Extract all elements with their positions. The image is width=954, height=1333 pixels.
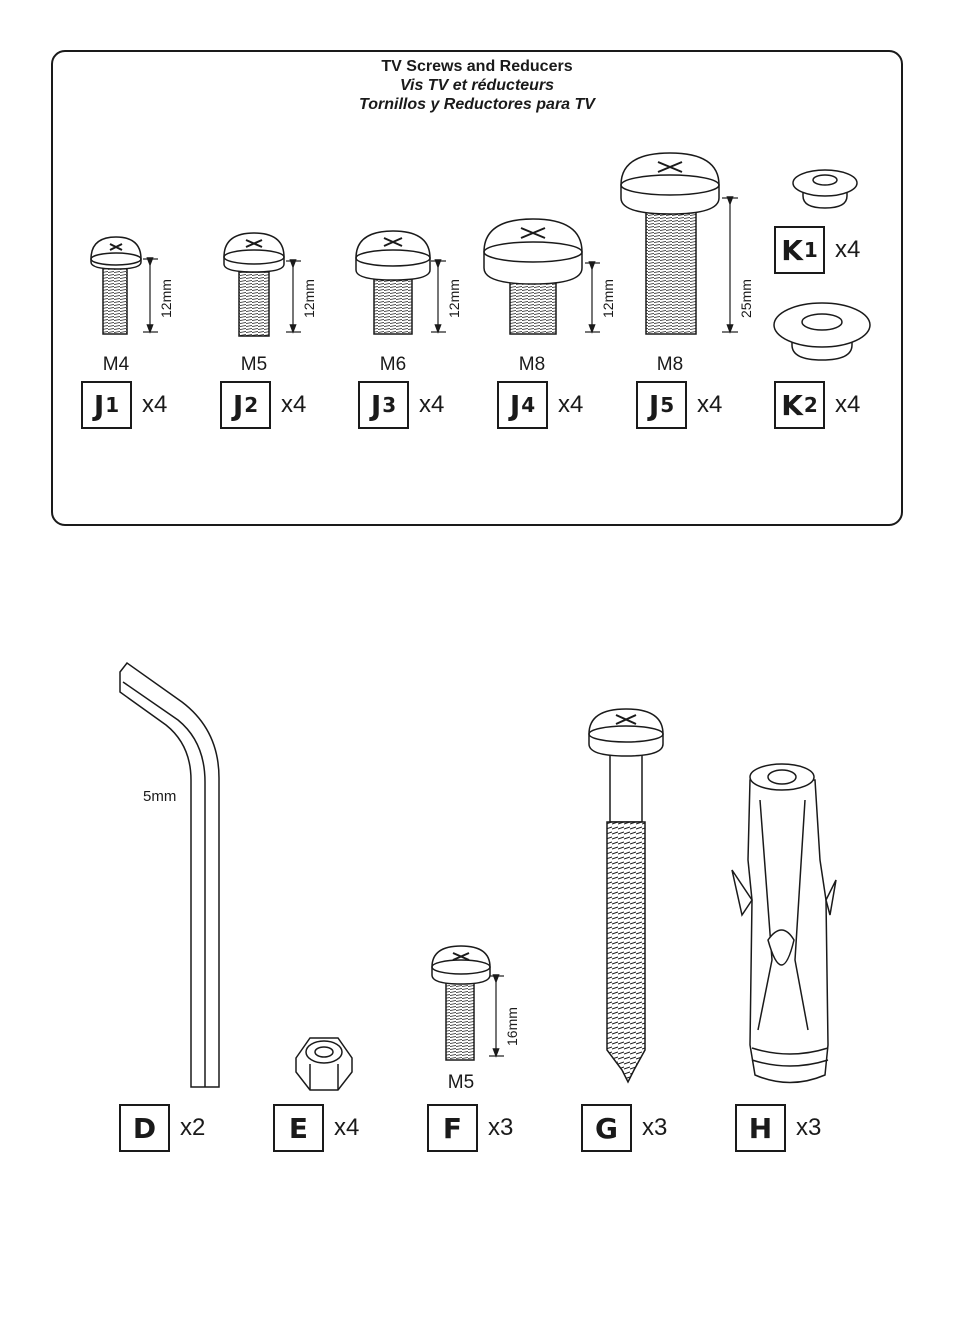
j5-length: 25mm bbox=[738, 279, 754, 318]
wood-screw-g-icon bbox=[588, 708, 664, 1084]
screw-j4-icon bbox=[483, 218, 583, 335]
tv-screws-panel bbox=[51, 50, 903, 526]
tag-d: D bbox=[119, 1104, 170, 1152]
hex-key-d-icon bbox=[119, 661, 220, 1088]
screw-j3-icon bbox=[355, 230, 431, 335]
qty-e: x4 bbox=[334, 1114, 360, 1141]
qty-j1: x4 bbox=[142, 391, 168, 418]
j5-size: M8 bbox=[656, 354, 684, 375]
qty-k1: x4 bbox=[835, 236, 861, 263]
screw-j2-icon bbox=[223, 232, 285, 337]
anchor-h-icon bbox=[731, 763, 837, 1084]
qty-f: x3 bbox=[488, 1114, 514, 1141]
panel-title: TV Screws and Reducers Vis TV et réducte… bbox=[0, 57, 954, 114]
title-french: Vis TV et réducteurs bbox=[399, 77, 555, 94]
qty-j3: x4 bbox=[419, 391, 445, 418]
qty-g: x3 bbox=[642, 1114, 668, 1141]
j4-size: M8 bbox=[518, 354, 546, 375]
nut-e-icon bbox=[295, 1037, 353, 1091]
j4-length: 12mm bbox=[600, 279, 616, 318]
qty-d: x2 bbox=[180, 1114, 206, 1141]
title-spanish: Tornillos y Reductores para TV bbox=[359, 96, 595, 113]
reducer-k2-icon bbox=[773, 302, 871, 361]
j1-length: 12mm bbox=[158, 279, 174, 318]
reducer-k1-icon bbox=[792, 169, 858, 209]
tag-f: F bbox=[427, 1104, 478, 1152]
j1-size: M4 bbox=[102, 354, 130, 375]
j3-size: M6 bbox=[379, 354, 407, 375]
screw-j1-icon bbox=[90, 236, 142, 335]
j2-size: M5 bbox=[240, 354, 268, 375]
screw-f-icon bbox=[431, 945, 491, 1061]
title-english: TV Screws and Reducers bbox=[381, 58, 573, 75]
d-size: 5mm bbox=[143, 788, 177, 805]
tag-h: H bbox=[735, 1104, 786, 1152]
tag-e: E bbox=[273, 1104, 324, 1152]
qty-h: x3 bbox=[796, 1114, 822, 1141]
screw-j5-icon bbox=[620, 152, 720, 335]
qty-k2: x4 bbox=[835, 391, 861, 418]
j2-length: 12mm bbox=[301, 279, 317, 318]
j3-length: 12mm bbox=[446, 279, 462, 318]
f-size: M5 bbox=[447, 1072, 475, 1093]
tag-g: G bbox=[581, 1104, 632, 1152]
qty-j5: x4 bbox=[697, 391, 723, 418]
qty-j4: x4 bbox=[558, 391, 584, 418]
f-length: 16mm bbox=[504, 1007, 520, 1046]
qty-j2: x4 bbox=[281, 391, 307, 418]
dimension-arrows bbox=[143, 196, 738, 1058]
